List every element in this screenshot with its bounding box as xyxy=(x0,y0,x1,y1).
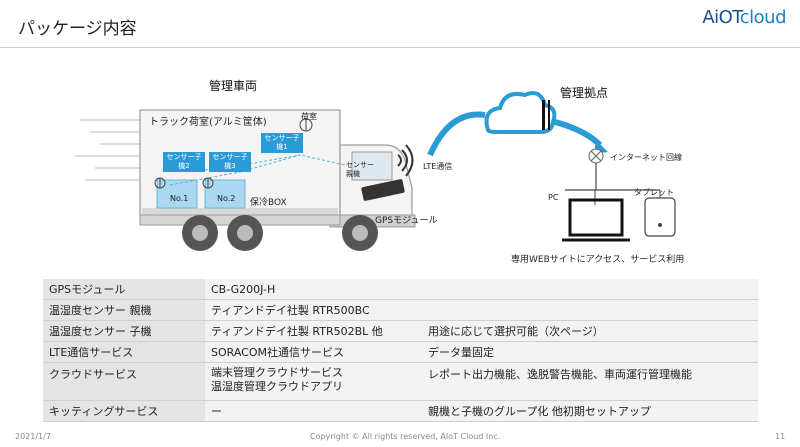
note-cell: レポート出力機能、逸脱警告機能、車両運行管理機能 xyxy=(422,362,758,401)
note-cell: データ量固定 xyxy=(422,341,758,363)
sensor-child3-badge: センサー子機3 xyxy=(209,152,251,172)
box1-label: No.1 xyxy=(170,194,189,203)
table-row: LTE通信サービス SORACOM社通信サービス データ量固定 xyxy=(43,341,758,363)
sensor-child1-badge: センサー子機1 xyxy=(261,133,303,153)
item-cell: キッティングサービス xyxy=(43,400,205,422)
item-cell: GPSモジュール xyxy=(43,279,205,300)
note-cell xyxy=(422,299,758,321)
uplink-arrow xyxy=(427,111,486,157)
page-number: 11 xyxy=(775,432,786,441)
tablet-label: タブレット xyxy=(634,188,674,197)
aiot-cloud-logo: AiOTcloud xyxy=(702,7,786,28)
tablet-icon xyxy=(644,197,676,237)
internet-label: インターネット回線 xyxy=(610,153,682,162)
table-row: GPSモジュール CB-G200J-H xyxy=(43,279,758,300)
parent-label: センサー親機 xyxy=(346,161,374,178)
note-cell: 親機と子機のグループ化 他初期セットアップ xyxy=(422,400,758,422)
table-row: キッティングサービス ー 親機と子機のグループ化 他初期セットアップ xyxy=(43,400,758,422)
page-title: パッケージ内容 xyxy=(18,19,137,39)
cold-box-1 xyxy=(156,179,198,209)
package-table: GPSモジュール CB-G200J-H 温湿度センサー 親機 ティアンドデイ社製… xyxy=(43,279,758,422)
product-cell: SORACOM社通信サービス xyxy=(205,341,422,363)
box2-label: No.2 xyxy=(217,194,236,203)
cold-box-label: 保冷BOX xyxy=(250,198,287,208)
note-cell: 用途に応じて選択可能（次ページ） xyxy=(422,320,758,342)
sensor-child2-badge: センサー子機2 xyxy=(163,152,205,172)
room-label: 荷室 xyxy=(301,112,317,121)
system-diagram xyxy=(75,91,676,251)
base-title: 管理拠点 xyxy=(560,86,609,100)
cold-box-2 xyxy=(204,179,246,209)
product-cell: 端末管理クラウドサービス 温湿度管理クラウドアプリ xyxy=(205,362,422,401)
logo-accent: cloud xyxy=(739,7,787,28)
cloud-icon xyxy=(484,91,557,134)
speed-lines xyxy=(75,119,150,181)
product-line: 端末管理クラウドサービス xyxy=(211,366,343,379)
footer-date: 2021/1/7 xyxy=(15,432,51,441)
signal-icon xyxy=(397,144,414,177)
item-cell: LTE通信サービス xyxy=(43,341,205,363)
product-cell: ティアンドデイ社製 RTR502BL 他 xyxy=(205,320,422,342)
cargo-label: トラック荷室(アルミ筐体) xyxy=(149,117,267,128)
downlink-arrow xyxy=(554,119,603,148)
web-access-label: 専用WEBサイトにアクセス、サービス利用 xyxy=(511,255,685,265)
item-cell: 温湿度センサー 子機 xyxy=(43,320,205,342)
item-cell: 温湿度センサー 親機 xyxy=(43,299,205,321)
lte-label: LTE通信 xyxy=(423,162,453,171)
product-cell: ー xyxy=(205,400,422,422)
product-cell: CB-G200J-H xyxy=(205,279,422,300)
product-cell: ティアンドデイ社製 RTR500BC xyxy=(205,299,422,321)
note-cell xyxy=(422,279,758,300)
table-row: 温湿度センサー 子機 ティアンドデイ社製 RTR502BL 他 用途に応じて選択… xyxy=(43,320,758,342)
table-row: 温湿度センサー 親機 ティアンドデイ社製 RTR500BC xyxy=(43,299,758,321)
table-row: クラウドサービス 端末管理クラウドサービス 温湿度管理クラウドアプリ レポート出… xyxy=(43,362,758,401)
gps-label: GPSモジュール xyxy=(375,216,438,226)
pc-label: PC xyxy=(548,193,559,202)
footer-copyright: Copyright © All rights reserved, AIoT Cl… xyxy=(310,432,501,441)
product-line: 温湿度管理クラウドアプリ xyxy=(211,380,343,393)
title-divider xyxy=(0,47,800,48)
laptop-icon xyxy=(562,198,630,242)
item-cell: クラウドサービス xyxy=(43,362,205,401)
thermometer-icon xyxy=(154,118,313,189)
logo-main: AiOT xyxy=(702,7,740,28)
gps-device-icon xyxy=(361,179,405,201)
vehicle-title: 管理車両 xyxy=(209,79,258,93)
